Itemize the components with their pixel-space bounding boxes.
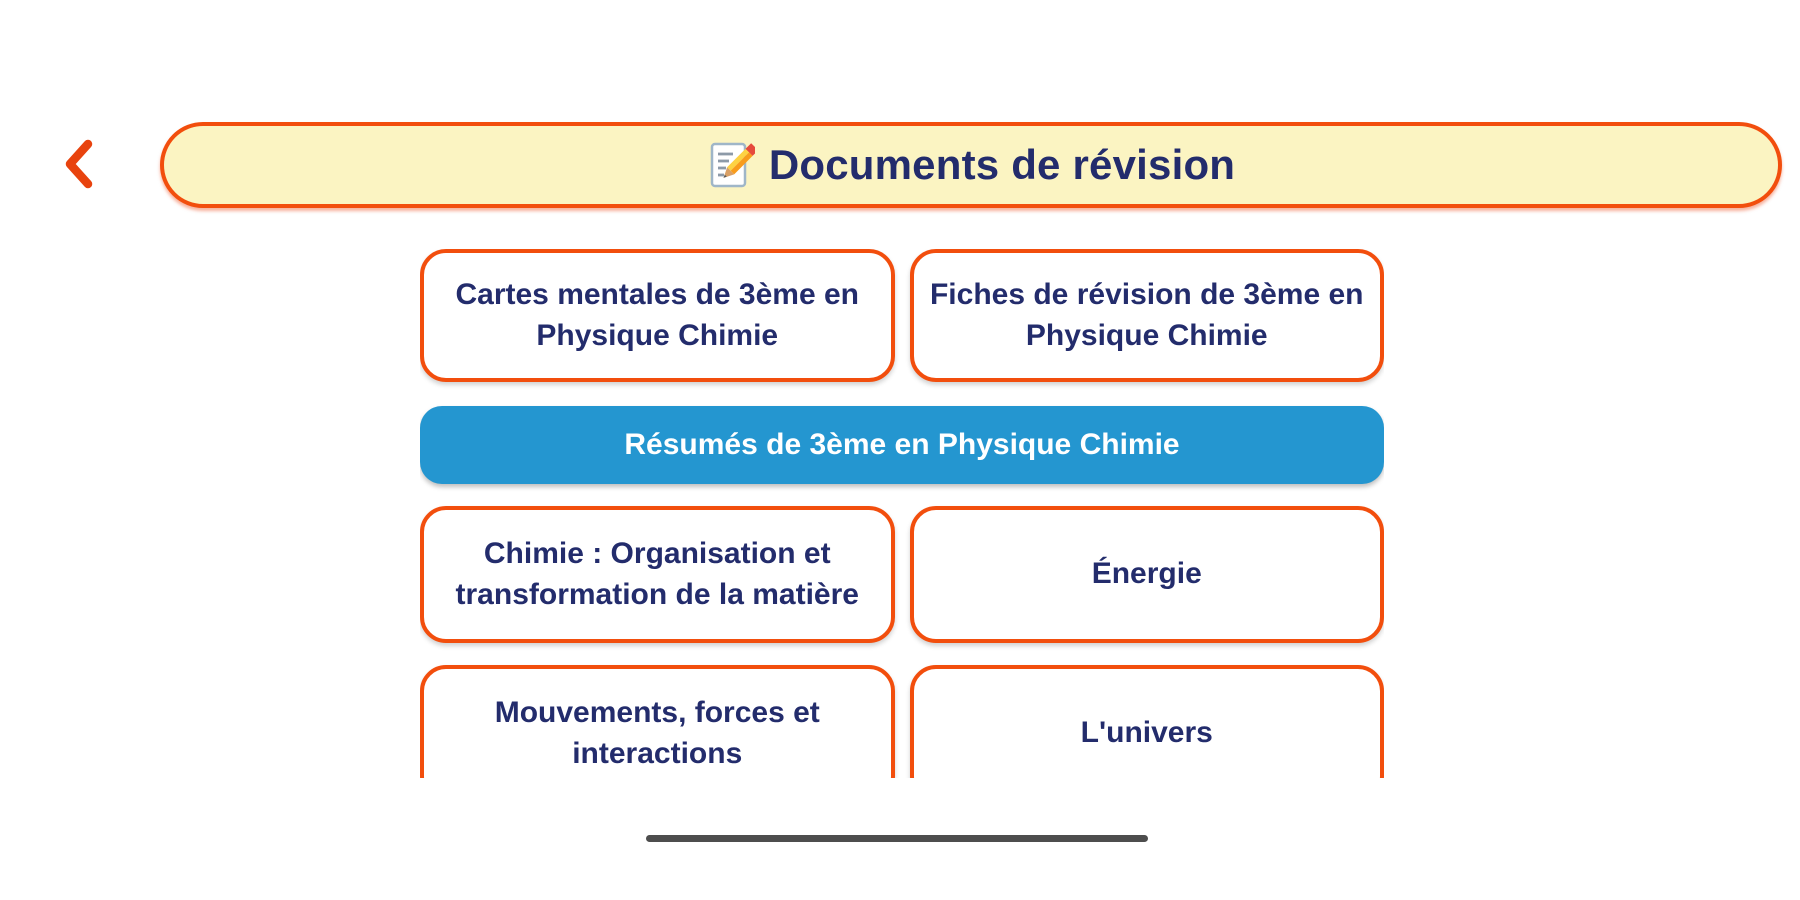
button-chimie-organisation[interactable]: Chimie : Organisation et transformation … [420, 506, 895, 643]
button-cartes-mentales[interactable]: Cartes mentales de 3ème en Physique Chim… [420, 249, 895, 382]
button-fiches-revision[interactable]: Fiches de révision de 3ème en Physique C… [909, 249, 1384, 382]
topics-row-2: Chimie : Organisation et transformation … [420, 506, 1384, 643]
button-resumes-highlight[interactable]: Résumés de 3ème en Physique Chimie [420, 406, 1384, 484]
page-title: Documents de révision [768, 141, 1236, 188]
home-indicator[interactable] [646, 835, 1148, 842]
button-mouvements-forces[interactable]: Mouvements, forces et interactions [420, 665, 895, 778]
memo-icon [707, 141, 755, 189]
topics-row-3: Mouvements, forces et interactions L'uni… [420, 665, 1384, 778]
topics-list: Cartes mentales de 3ème en Physique Chim… [420, 249, 1384, 778]
back-button[interactable] [50, 130, 106, 198]
header-banner: Documents de révision [160, 122, 1782, 208]
button-energie[interactable]: Énergie [909, 506, 1384, 643]
topics-row-1: Cartes mentales de 3ème en Physique Chim… [420, 249, 1384, 382]
button-univers[interactable]: L'univers [909, 665, 1384, 778]
chevron-left-icon [65, 139, 93, 189]
